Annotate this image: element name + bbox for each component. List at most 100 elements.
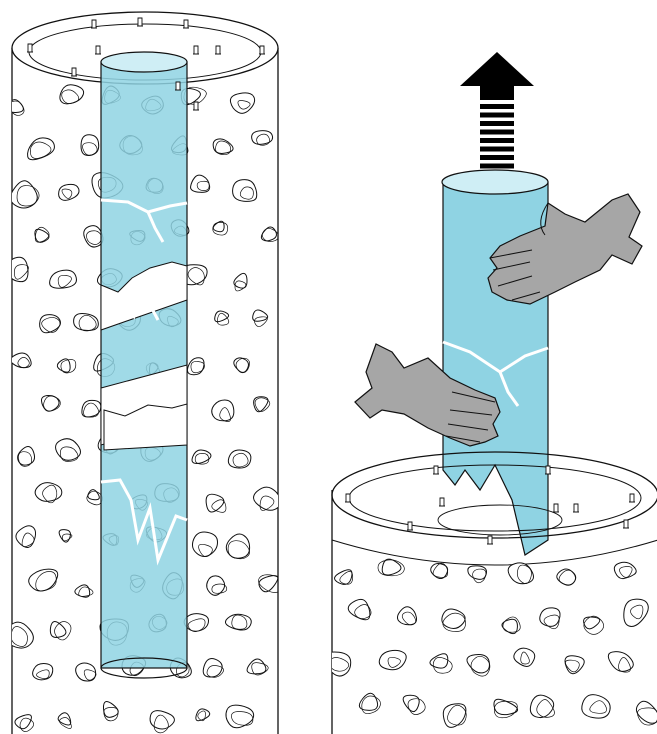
arrow-stripe	[480, 138, 514, 143]
perforation-hole-edge	[206, 665, 224, 678]
perforation-hole	[186, 357, 205, 376]
perforation-hole	[225, 704, 255, 729]
right-tube-crack	[442, 340, 549, 407]
left-panel-installed	[11, 11, 279, 734]
mounting-pin	[487, 535, 493, 545]
perforation-hole	[212, 220, 225, 233]
perforation-hole-edge	[36, 669, 50, 679]
perforation-hole-edge	[83, 669, 97, 681]
perforation-hole-edge	[377, 559, 405, 577]
perforation-hole-edge	[251, 662, 269, 676]
perforation-hole	[59, 84, 85, 105]
perforation-hole-edge	[235, 357, 250, 374]
perforation-hole-edge	[198, 543, 213, 558]
perforation-hole-edge	[432, 562, 449, 578]
perforation-hole-edge	[558, 569, 577, 586]
up-arrow-icon	[460, 52, 534, 177]
perforation-hole-edge	[256, 133, 271, 146]
mounting-pin	[175, 81, 181, 91]
perforation-hole	[396, 606, 418, 626]
perforation-hole	[635, 700, 657, 724]
perforation-hole-edge	[239, 186, 254, 200]
glove-hand-icon	[487, 193, 643, 305]
perforation-hole-edge	[21, 532, 35, 547]
perforation-hole	[583, 616, 601, 630]
perforation-hole	[191, 531, 219, 557]
mounting-pin	[433, 465, 439, 475]
perforation-hole-edge	[583, 615, 604, 635]
perforation-hole-edge	[18, 451, 33, 467]
perforation-hole	[49, 621, 67, 638]
perforation-hole	[381, 558, 402, 576]
perforation-hole-edge	[215, 140, 231, 156]
perforation-hole-edge	[34, 226, 50, 243]
perforation-hole-edge	[637, 707, 657, 726]
perforation-hole-edge	[30, 141, 52, 159]
perforation-hole-edge	[258, 574, 278, 593]
left-mounting-pins	[27, 17, 265, 111]
perforation-hole	[202, 658, 223, 678]
perforation-hole	[12, 621, 34, 649]
perforation-hole	[205, 493, 225, 513]
perforation-hole-edge	[12, 626, 28, 647]
arrow-stripe	[480, 121, 514, 126]
perforation-hole-edge	[35, 571, 57, 592]
perforation-hole	[501, 618, 518, 635]
mounting-pin	[137, 17, 143, 27]
mounting-pin	[259, 45, 265, 55]
perforation-hole-edge	[227, 540, 250, 560]
perforation-hole	[378, 649, 407, 671]
perforation-hole	[58, 529, 71, 543]
mounting-pin	[553, 503, 559, 513]
mounting-pin	[193, 101, 199, 111]
perforation-hole-edge	[12, 100, 25, 116]
perforation-hole-edge	[407, 698, 426, 715]
perforation-hole	[334, 569, 353, 585]
perforation-hole	[12, 352, 32, 369]
arrow-stripe	[480, 129, 514, 135]
mounting-pin	[623, 519, 629, 529]
mounting-pin	[573, 503, 579, 513]
right-panel-removal	[331, 52, 657, 734]
perforation-hole-edge	[232, 452, 249, 468]
perforation-hole-edge	[472, 568, 487, 584]
perforation-hole-edge	[62, 533, 73, 542]
perforation-hole	[34, 482, 63, 502]
arrow-stripe	[480, 155, 514, 160]
perforation-hole	[224, 613, 252, 631]
perforation-hole	[229, 92, 256, 114]
perforation-hole-edge	[187, 618, 206, 632]
perforation-hole	[12, 256, 29, 283]
perforation-hole-edge	[432, 657, 453, 674]
perforation-hole-edge	[187, 267, 205, 286]
perforation-hole	[493, 698, 519, 716]
perforation-hole-edge	[19, 717, 34, 732]
perforation-hole-edge	[59, 717, 72, 729]
mounting-pin	[95, 45, 101, 55]
perforation-hole	[17, 446, 36, 466]
perforation-hole-edge	[42, 484, 58, 504]
perforation-hole	[57, 712, 72, 726]
perforation-hole-edge	[237, 100, 251, 110]
perforation-hole	[253, 396, 269, 413]
perforation-hole	[258, 575, 278, 593]
perforation-hole-edge	[59, 446, 79, 462]
perforation-hole-edge	[502, 616, 521, 633]
perforation-hole	[15, 525, 37, 548]
perforation-hole	[581, 694, 611, 719]
arrow-stripe	[480, 104, 514, 109]
perforation-hole	[49, 269, 77, 289]
perforation-hole	[623, 598, 649, 627]
glove-hand-icon	[354, 343, 501, 447]
perforation-hole	[74, 584, 91, 598]
perforation-hole-edge	[254, 316, 268, 327]
mounting-pin	[407, 521, 413, 531]
perforation-hole-edge	[78, 314, 97, 332]
perforation-hole-edge	[60, 359, 77, 374]
perforation-hole	[347, 598, 371, 621]
perforation-hole-edge	[387, 656, 401, 668]
perforation-hole-edge	[536, 699, 555, 718]
perforation-hole	[402, 694, 420, 713]
perforation-hole-edge	[61, 188, 73, 199]
